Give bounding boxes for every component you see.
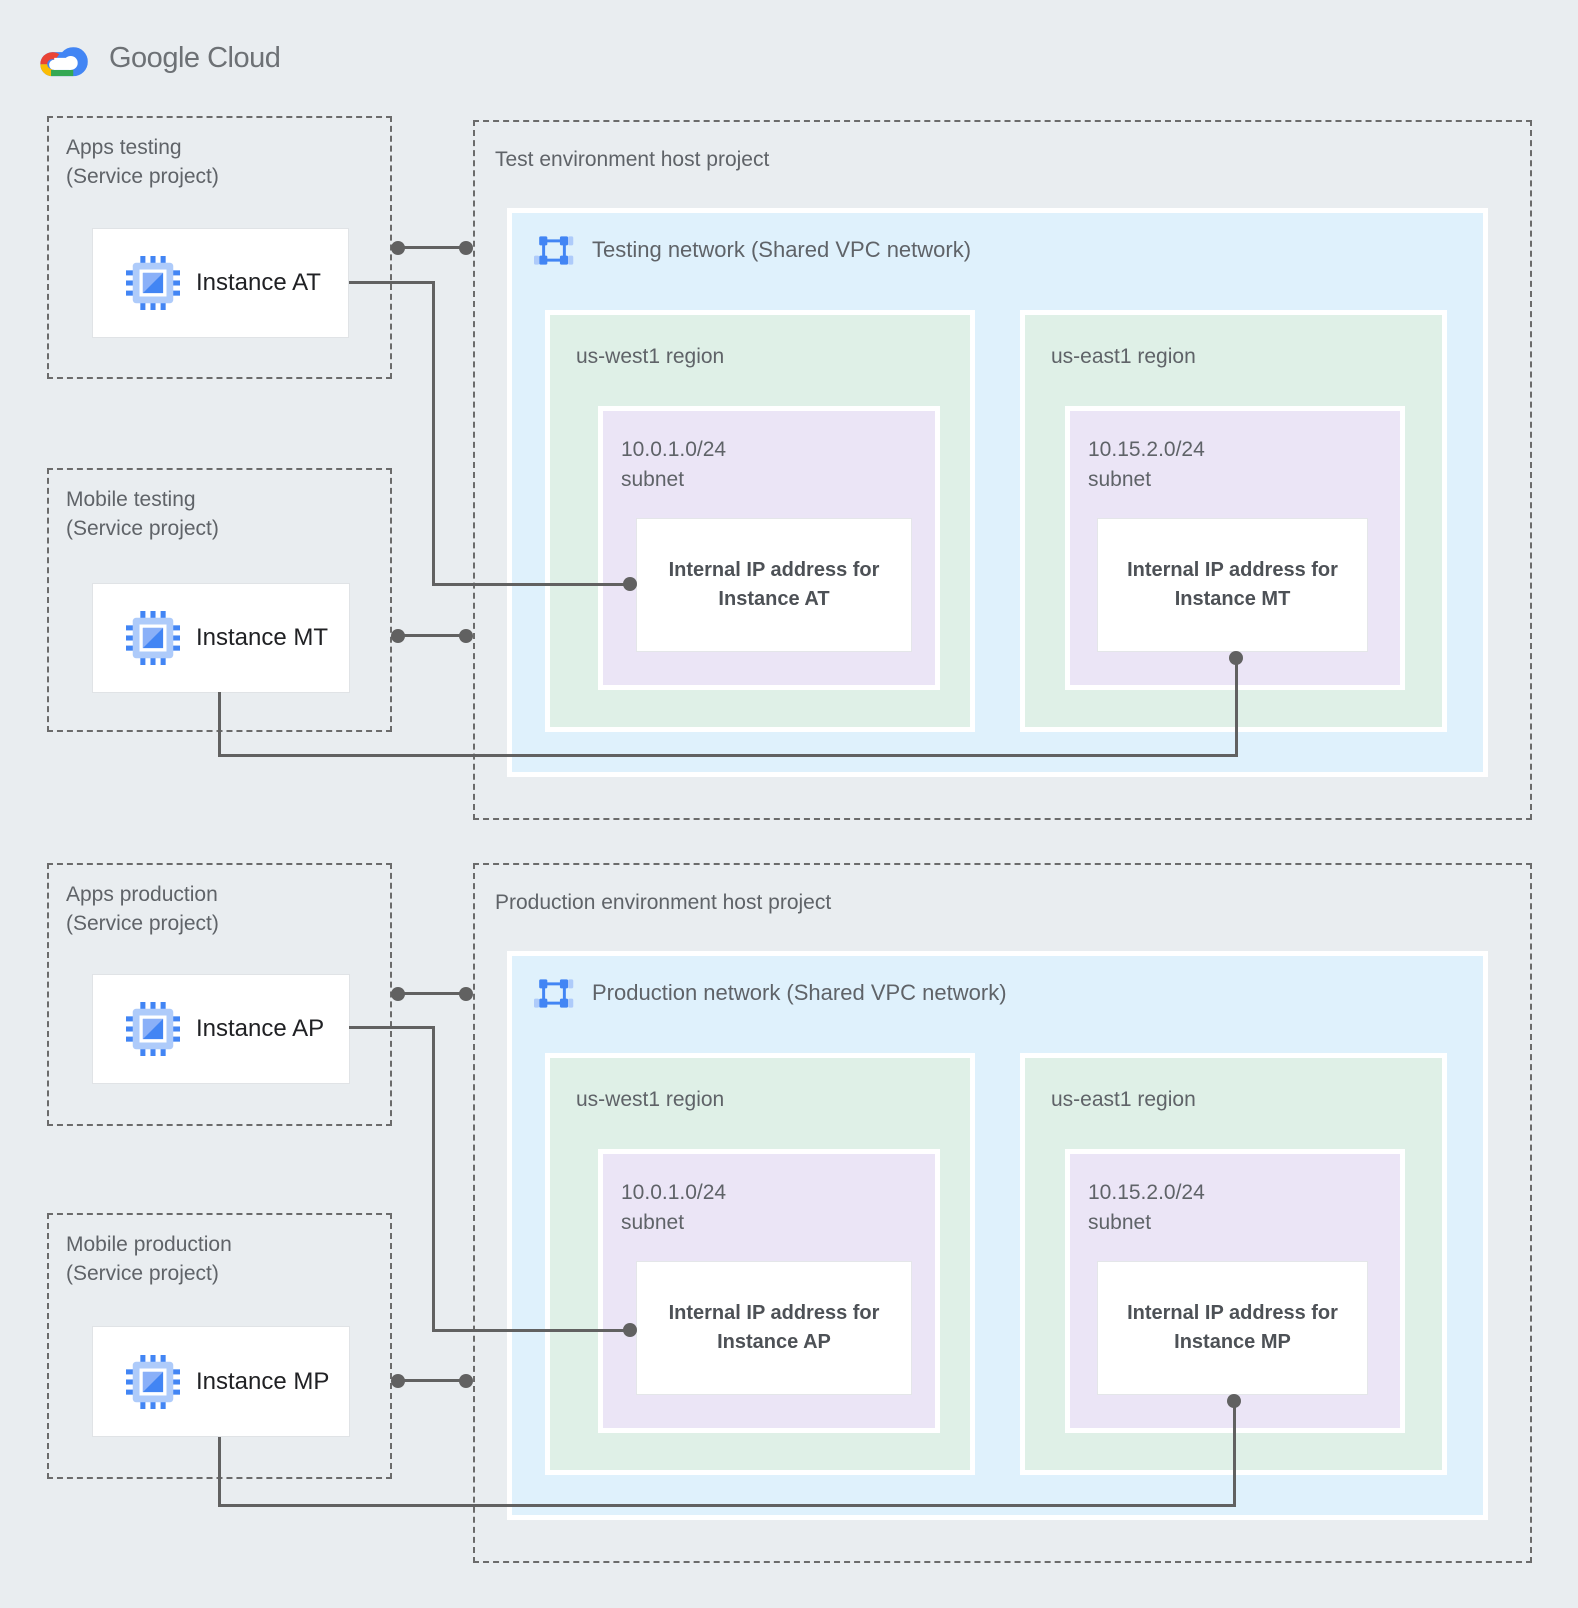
region-title: us-west1 region [576,1088,725,1111]
vpc-network-icon [534,978,574,1008]
internal-ip-line1: Internal IP address for [1127,559,1338,581]
subnet-word: subnet [621,467,685,491]
subnet-word: subnet [1088,1210,1152,1234]
connector-at-segment [349,281,434,284]
instance-label: Instance MP [196,1367,330,1395]
internal-ip-line2: Instance AT [718,588,830,610]
subnet-cidr: 10.15.2.0/24 [1088,1181,1205,1204]
connector-ap-segment [349,1026,434,1029]
internal-ip-box-instance-mp: Internal IP address for Instance MP [1097,1261,1368,1395]
service-project-name: Apps production [66,883,218,906]
internal-ip-box-instance-ap: Internal IP address for Instance AP [636,1261,912,1395]
instance-card-at: Instance AT [92,228,349,338]
service-project-name: Mobile testing [66,488,196,511]
connector-mt-segment [218,692,221,757]
network-title: Production network (Shared VPC network) [592,980,1007,1005]
service-project-title: Apps production (Service project) [66,881,219,939]
region-title: us-east1 region [1051,345,1196,368]
connector-ap-endpoint-dot [623,1323,637,1337]
host-project-box-production: Production environment host project [473,863,1532,1563]
google-cloud-icon [40,46,88,76]
service-project-title: Apps testing (Service project) [66,134,219,192]
connector-mt-segment [218,754,1238,757]
connector-mp-segment [218,1504,1236,1507]
internal-ip-line2: Instance AP [717,1331,831,1353]
subnet-word: subnet [621,1210,685,1234]
service-project-subtitle: (Service project) [66,1261,219,1285]
connector-at-segment [432,281,435,586]
internal-ip-line2: Instance MT [1174,588,1291,610]
peering-connector-mobile-testing [391,628,473,643]
peering-connector-apps-testing [391,240,473,255]
internal-ip-box-instance-at: Internal IP address for Instance AT [636,518,912,652]
service-project-subtitle: (Service project) [66,911,219,935]
connector-mp-segment [1233,1401,1236,1507]
host-project-title: Test environment host project [495,148,770,171]
subnet-cidr: 10.0.1.0/24 [621,438,727,461]
connector-at-endpoint-dot [623,577,637,591]
network-title: Testing network (Shared VPC network) [592,237,972,262]
instance-label: Instance AP [196,1015,325,1042]
connector-mp-endpoint-dot [1227,1394,1241,1408]
network-header: Testing network (Shared VPC network) [534,230,971,270]
connector-ap-segment [432,1329,630,1332]
service-project-name: Mobile production [66,1233,232,1256]
service-project-box-apps-production: Apps production (Service project) [47,863,392,1126]
host-project-box-test: Test environment host project [473,120,1532,820]
service-project-title: Mobile testing (Service project) [66,486,219,544]
compute-instance-icon [126,1354,180,1409]
connector-mt-segment [1235,658,1238,757]
subnet-title: 10.0.1.0/24 subnet [621,1178,726,1238]
google-cloud-wordmark: Google Cloud [109,41,281,74]
connector-mt-endpoint-dot [1229,651,1243,665]
vpc-network-icon [534,235,574,265]
compute-instance-icon [126,611,180,665]
internal-ip-line1: Internal IP address for [668,1302,880,1324]
subnet-title: 10.15.2.0/24 subnet [1088,435,1205,495]
connector-at-segment [432,583,630,586]
subnet-cidr: 10.0.1.0/24 [621,1181,727,1204]
network-header: Production network (Shared VPC network) [534,973,1007,1013]
region-title: us-west1 region [576,345,725,368]
subnet-title: 10.0.1.0/24 subnet [621,435,726,495]
instance-label: Instance AT [196,269,321,296]
instance-card-mt: Instance MT [92,583,350,693]
service-project-subtitle: (Service project) [66,164,219,188]
compute-instance-icon [126,1002,180,1056]
subnet-word: subnet [1088,467,1152,491]
instance-card-ap: Instance AP [92,974,350,1084]
connector-mp-segment [218,1437,221,1507]
service-project-subtitle: (Service project) [66,516,219,540]
instance-card-mp: Instance MP [92,1326,350,1437]
host-project-title: Production environment host project [495,891,832,914]
internal-ip-box-instance-mt: Internal IP address for Instance MT [1097,518,1368,652]
instance-label: Instance MT [196,624,329,651]
peering-connector-mobile-production [391,1373,473,1388]
peering-connector-apps-production [391,986,473,1001]
region-title: us-east1 region [1051,1088,1196,1111]
subnet-cidr: 10.15.2.0/24 [1088,438,1205,461]
service-project-title: Mobile production (Service project) [66,1231,232,1289]
internal-ip-line2: Instance MP [1174,1331,1291,1353]
compute-instance-icon [126,256,180,310]
connector-ap-segment [432,1026,435,1332]
subnet-title: 10.15.2.0/24 subnet [1088,1178,1205,1238]
internal-ip-line1: Internal IP address for [668,559,880,581]
google-cloud-logo: Google Cloud [33,36,281,80]
internal-ip-line1: Internal IP address for [1127,1302,1338,1324]
service-project-name: Apps testing [66,136,182,159]
